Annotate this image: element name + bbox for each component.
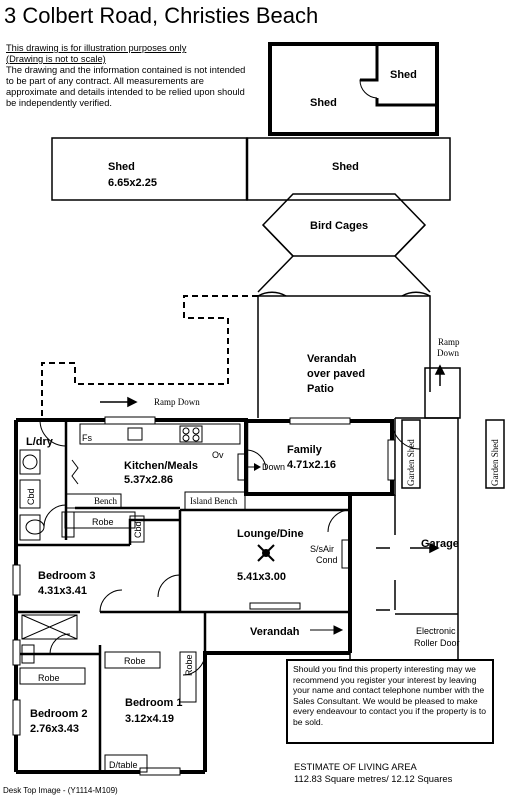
- label-down: Down: [262, 462, 285, 472]
- interest-notice: Should you find this property interestin…: [286, 659, 494, 744]
- label-shed-top: Shed: [310, 97, 337, 109]
- label-aircon-2: Cond: [316, 555, 338, 565]
- bathroom-fixtures: [19, 511, 197, 773]
- label-cbd-laundry: Cbd: [26, 488, 36, 505]
- label-kitchen: Kitchen/Meals: [124, 460, 198, 472]
- label-verandah-front: Verandah: [250, 626, 300, 638]
- label-bedroom1-dim: 3.12x4.19: [125, 713, 174, 725]
- footer-caption: Desk Top Image - (Y1114-M109): [3, 786, 118, 795]
- label-bench: Bench: [94, 496, 117, 506]
- label-lounge: Lounge/Dine: [237, 528, 304, 540]
- kitchen-arrow: [254, 463, 261, 471]
- label-roller-1: Electronic: [416, 626, 456, 636]
- bird-cages: [257, 193, 431, 293]
- label-bird-cages: Bird Cages: [310, 220, 368, 232]
- label-lounge-dim: 5.41x3.00: [237, 571, 286, 583]
- label-bedroom3-dim: 4.31x3.41: [38, 585, 87, 597]
- label-island-bench: Island Bench: [190, 496, 238, 506]
- label-garden-shed-2: Garden Shed: [490, 439, 500, 486]
- label-verandah-rear-1: Verandah: [307, 353, 357, 365]
- garage: [349, 417, 505, 661]
- disclaimer-body: The drawing and the information containe…: [6, 65, 246, 108]
- top-shed: [268, 42, 439, 136]
- doors: [39, 419, 421, 676]
- label-robe-bed1: Robe: [124, 656, 146, 666]
- label-robe-bed3: Robe: [92, 517, 114, 527]
- label-verandah-rear-2: over paved: [307, 368, 365, 380]
- label-bedroom1: Bedroom 1: [125, 697, 182, 709]
- label-ramp-down-right-2: Down: [437, 348, 459, 358]
- disclaimer-line-1: This drawing is for illustration purpose…: [6, 43, 187, 53]
- label-bedroom3: Bedroom 3: [38, 570, 95, 582]
- disclaimer-line-2: (Drawing is not to scale): [6, 54, 106, 64]
- label-robe-bed1-side: Robe: [184, 654, 194, 676]
- dashed-ramp-path: [41, 295, 258, 417]
- label-garden-shed-1: Garden Shed: [406, 439, 416, 486]
- label-ramp-down-right-1: Ramp: [438, 337, 460, 347]
- label-aircon-1: S/sAir: [310, 544, 334, 554]
- middle-sheds: [51, 137, 451, 201]
- label-kitchen-dim: 5.37x2.86: [124, 474, 173, 486]
- kitchen-fixtures: [65, 423, 259, 511]
- label-shed-left: Shed: [108, 161, 135, 173]
- label-family-dim: 4.71x2.16: [287, 459, 336, 471]
- label-family: Family: [287, 444, 323, 456]
- label-fs: Fs: [82, 433, 92, 443]
- label-laundry: L/dry: [26, 436, 54, 448]
- label-shed-right: Shed: [332, 161, 359, 173]
- label-shed-small: Shed: [390, 69, 417, 81]
- living-area-estimate: ESTIMATE OF LIVING AREA 112.83 Square me…: [294, 761, 452, 785]
- label-roller-2: Roller Door: [414, 638, 460, 648]
- page-title: 3 Colbert Road, Christies Beach: [4, 3, 319, 28]
- laundry-fixtures: [19, 449, 79, 541]
- label-verandah-rear-3: Patio: [307, 383, 334, 395]
- ceiling-fan-icon: [257, 544, 275, 562]
- label-bedroom2: Bedroom 2: [30, 708, 87, 720]
- label-shed-left-dim: 6.65x2.25: [108, 177, 157, 189]
- estimate-value: 112.83 Square metres/ 12.12 Squares: [294, 773, 453, 784]
- label-bedroom2-dim: 2.76x3.43: [30, 723, 79, 735]
- estimate-heading: ESTIMATE OF LIVING AREA: [294, 761, 417, 772]
- front-verandah: [205, 625, 350, 654]
- label-robe-bed2: Robe: [38, 673, 60, 683]
- aircon-unit: [341, 539, 351, 569]
- label-cbd-hall: Cbd: [133, 521, 143, 538]
- label-dtable: D/table: [109, 760, 138, 770]
- label-ramp-down-left: Ramp Down: [154, 397, 200, 407]
- disclaimer: This drawing is for illustration purpose…: [6, 43, 246, 109]
- label-ov: Ov: [212, 450, 224, 460]
- label-garage: Garage: [421, 538, 459, 550]
